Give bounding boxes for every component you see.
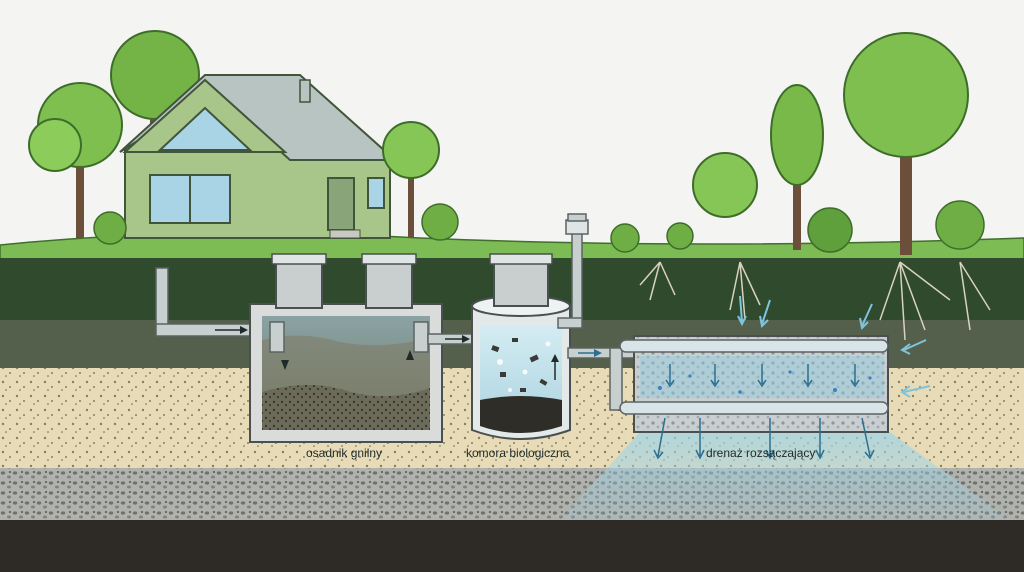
- seepage-arrows: [653, 364, 875, 460]
- bubbles: [658, 370, 872, 394]
- septic-tank: [249, 253, 443, 443]
- bedrock-layer: [0, 520, 1024, 572]
- label-drainage: drenaż rozsączający: [706, 446, 816, 460]
- inlet-pipe: [155, 267, 257, 337]
- tree-small-icon: [382, 121, 440, 238]
- label-bio-chamber: komora biologiczna: [466, 446, 570, 460]
- shrub-right-icon: [610, 152, 985, 253]
- drainage-bed: [619, 335, 889, 433]
- tree-left-icon: [28, 82, 123, 240]
- roots-icon: [639, 261, 991, 341]
- bush-icon: [93, 203, 459, 245]
- tree-mid-right-icon: [770, 84, 824, 250]
- vent-pipe-icon: [557, 213, 589, 329]
- tree-right-icon: [843, 32, 969, 255]
- seepage-plume: [560, 432, 1010, 520]
- inflow-arrows: [737, 295, 931, 398]
- house-icon: [119, 74, 398, 239]
- label-septic-tank: osadnik gnilny: [306, 446, 383, 460]
- bio-chamber: [471, 253, 571, 440]
